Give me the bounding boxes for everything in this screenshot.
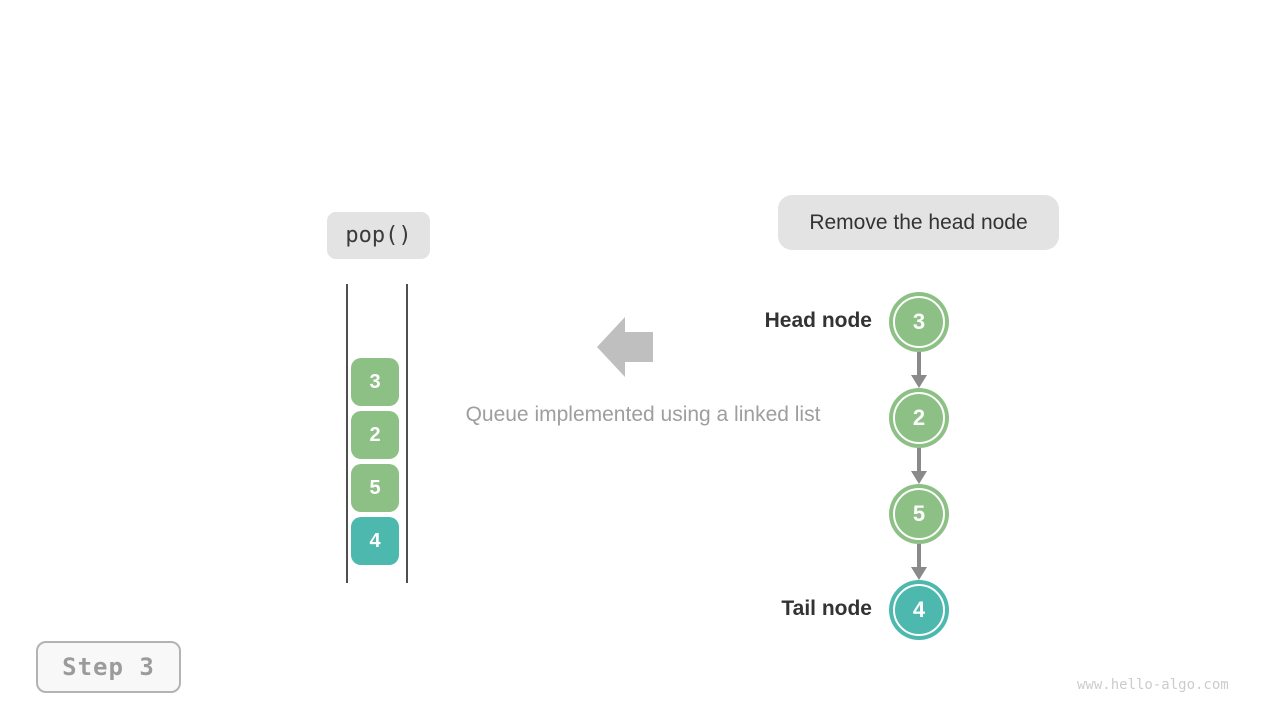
pop-operation-label: pop() — [327, 212, 430, 259]
queue-box: 4 — [351, 517, 399, 565]
queue-box: 2 — [351, 411, 399, 459]
down-arrow-icon — [911, 544, 927, 580]
queue-box: 3 — [351, 358, 399, 406]
linked-list-node: 5 — [889, 484, 949, 544]
tail-node-label: Tail node — [781, 597, 872, 620]
queue-box: 5 — [351, 464, 399, 512]
queue-container-right-wall — [406, 284, 408, 583]
head-node-label: Head node — [764, 309, 872, 332]
down-arrow-icon — [911, 448, 927, 484]
down-arrow-icon — [911, 352, 927, 388]
linked-list-node: 2 — [889, 388, 949, 448]
linked-list-node: 4 — [889, 580, 949, 640]
watermark-text: www.hello-algo.com — [1077, 677, 1229, 693]
caption-text: Queue implemented using a linked list — [465, 403, 821, 426]
linked-list-node: 3 — [889, 292, 949, 352]
annotation-label: Remove the head node — [778, 195, 1059, 250]
queue-container-left-wall — [346, 284, 348, 583]
left-arrow-icon — [597, 317, 653, 377]
step-badge: Step 3 — [36, 641, 181, 693]
